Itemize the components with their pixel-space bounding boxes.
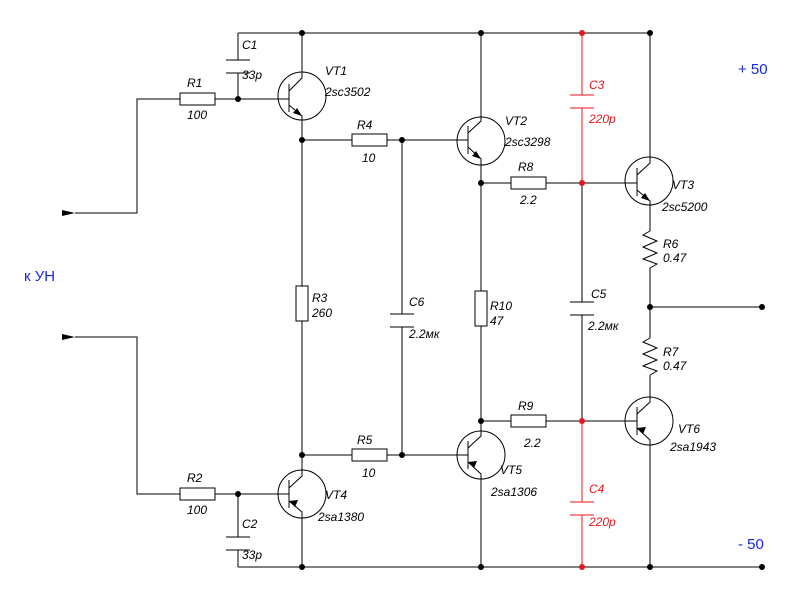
vt1-part: 2sc3502 — [324, 85, 371, 99]
capacitor-c5 — [570, 301, 594, 316]
resistor-r8 — [510, 176, 547, 190]
input-label: к УН — [24, 268, 55, 285]
r9-value: 2.2 — [523, 436, 541, 450]
vt5-ref: VT5 — [500, 463, 522, 477]
r7-value: 0.47 — [663, 359, 688, 373]
transistor-vt4 — [276, 455, 327, 567]
c6-value: 2.2мк — [408, 327, 441, 341]
c3-ref: C3 — [589, 78, 605, 92]
vt3-ref: VT3 — [672, 178, 694, 192]
r9-ref: R9 — [518, 399, 534, 413]
input-arrow-top — [62, 210, 75, 216]
transistor-vt1 — [276, 33, 327, 140]
r4-value: 10 — [362, 151, 376, 165]
capacitor-c1 — [226, 59, 250, 74]
vt6-part: 2sa1943 — [669, 440, 716, 454]
resistor-r9 — [510, 414, 547, 428]
transistor-vt6 — [624, 375, 674, 567]
resistor-r5 — [351, 448, 388, 462]
vt4-ref: VT4 — [325, 488, 347, 502]
junction-dots — [235, 30, 765, 570]
resistor-r2 — [179, 487, 216, 501]
c1-value: 33p — [242, 68, 262, 82]
capacitor-c6 — [390, 313, 414, 328]
r6-ref: R6 — [663, 237, 679, 251]
resistor-r3 — [295, 285, 309, 322]
c2-ref: C2 — [242, 517, 258, 531]
r4-ref: R4 — [357, 118, 373, 132]
transistor-vt2 — [456, 33, 506, 183]
r6-value: 0.47 — [663, 251, 688, 265]
vt1-ref: VT1 — [325, 64, 347, 78]
vt6-ref: VT6 — [678, 422, 700, 436]
capacitor-c4 — [570, 501, 594, 516]
r8-value: 2.2 — [519, 193, 537, 207]
vt5-part: 2sa1306 — [490, 485, 537, 499]
r3-value: 260 — [311, 306, 332, 320]
transistor-vt3 — [624, 33, 674, 231]
capacitor-c3 — [570, 94, 594, 109]
supply-minus-label: - 50 — [738, 536, 764, 553]
input-wire-top — [75, 98, 180, 214]
c2-value: 33p — [242, 548, 262, 562]
r5-ref: R5 — [357, 433, 373, 447]
r10-value: 47 — [490, 314, 505, 328]
c4-value: 220p — [588, 515, 616, 529]
r7-ref: R7 — [663, 345, 680, 359]
supply-plus-label: + 50 — [738, 61, 768, 78]
r2-ref: R2 — [187, 471, 203, 485]
r1-value: 100 — [187, 108, 207, 122]
r8-ref: R8 — [518, 160, 534, 174]
input-arrow-bottom — [62, 334, 75, 340]
r10-ref: R10 — [490, 299, 512, 313]
resistor-r4 — [351, 133, 388, 147]
r2-value: 100 — [187, 503, 207, 517]
c3-value: 220p — [588, 112, 616, 126]
resistor-r7 — [641, 307, 659, 376]
r1-ref: R1 — [187, 76, 202, 90]
resistor-r10 — [474, 290, 488, 327]
resistor-r6 — [641, 230, 659, 307]
input-wire-bottom — [75, 336, 180, 495]
r3-ref: R3 — [312, 291, 328, 305]
c6-ref: C6 — [409, 295, 425, 309]
c1-ref: C1 — [242, 38, 257, 52]
vt3-part: 2sc5200 — [661, 200, 708, 214]
vt2-part: 2sc3298 — [504, 135, 551, 149]
c4-ref: C4 — [589, 482, 605, 496]
resistor-r1 — [179, 92, 216, 106]
vt2-ref: VT2 — [505, 114, 527, 128]
r5-value: 10 — [362, 466, 376, 480]
capacitor-c2 — [226, 536, 250, 551]
c5-ref: C5 — [591, 287, 607, 301]
vt4-part: 2sa1380 — [317, 510, 364, 524]
transistor-vt5 — [456, 421, 506, 567]
c5-value: 2.2мк — [587, 319, 620, 333]
